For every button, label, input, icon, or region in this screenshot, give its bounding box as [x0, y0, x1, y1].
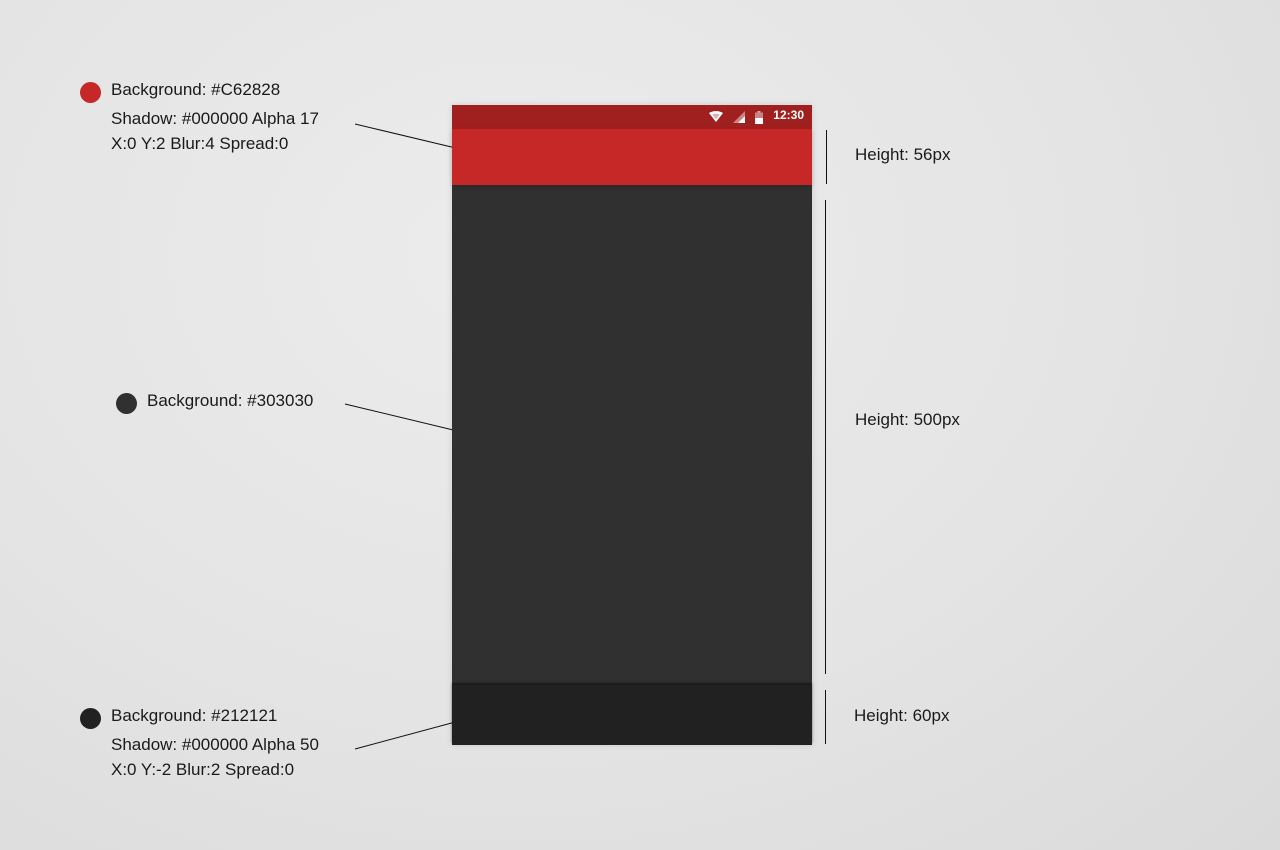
content-area — [452, 185, 812, 685]
wifi-icon — [709, 111, 724, 122]
bottom-bar-height-marker — [825, 690, 826, 744]
bottom-bar-color-swatch — [80, 708, 101, 729]
content-height-marker — [825, 200, 826, 674]
status-icons: 12:30 — [709, 105, 804, 129]
app-bar-offset-label: X:0 Y:2 Blur:4 Spread:0 — [111, 134, 289, 153]
bottom-bar-spec: Background: #212121 Shadow: #000000 Alph… — [111, 703, 319, 782]
app-bar-height-label: Height: 56px — [855, 145, 951, 164]
signal-icon — [733, 111, 746, 123]
app-bar-background-label: Background: #C62828 — [111, 80, 281, 99]
bottom-bar-height-label: Height: 60px — [854, 706, 950, 725]
content-color-swatch — [116, 393, 137, 414]
bottom-bar-background-label: Background: #212121 — [111, 706, 278, 725]
app-bar-height-marker — [826, 130, 827, 184]
content-spec: Background: #303030 — [147, 388, 313, 413]
app-bar — [452, 129, 812, 185]
status-time: 12:30 — [773, 108, 804, 122]
app-bar-color-swatch — [80, 82, 101, 103]
battery-icon — [755, 110, 764, 124]
bottom-bar-shadow-label: Shadow: #000000 Alpha 50 — [111, 735, 319, 754]
content-background-label: Background: #303030 — [147, 391, 314, 410]
bottom-bar — [452, 685, 812, 745]
app-bar-spec: Background: #C62828 Shadow: #000000 Alph… — [111, 77, 319, 156]
phone-mockup: 12:30 — [452, 105, 812, 745]
content-height-label: Height: 500px — [855, 410, 960, 429]
app-bar-shadow-label: Shadow: #000000 Alpha 17 — [111, 109, 319, 128]
bottom-bar-offset-label: X:0 Y:-2 Blur:2 Spread:0 — [111, 760, 295, 779]
status-bar: 12:30 — [452, 105, 812, 129]
